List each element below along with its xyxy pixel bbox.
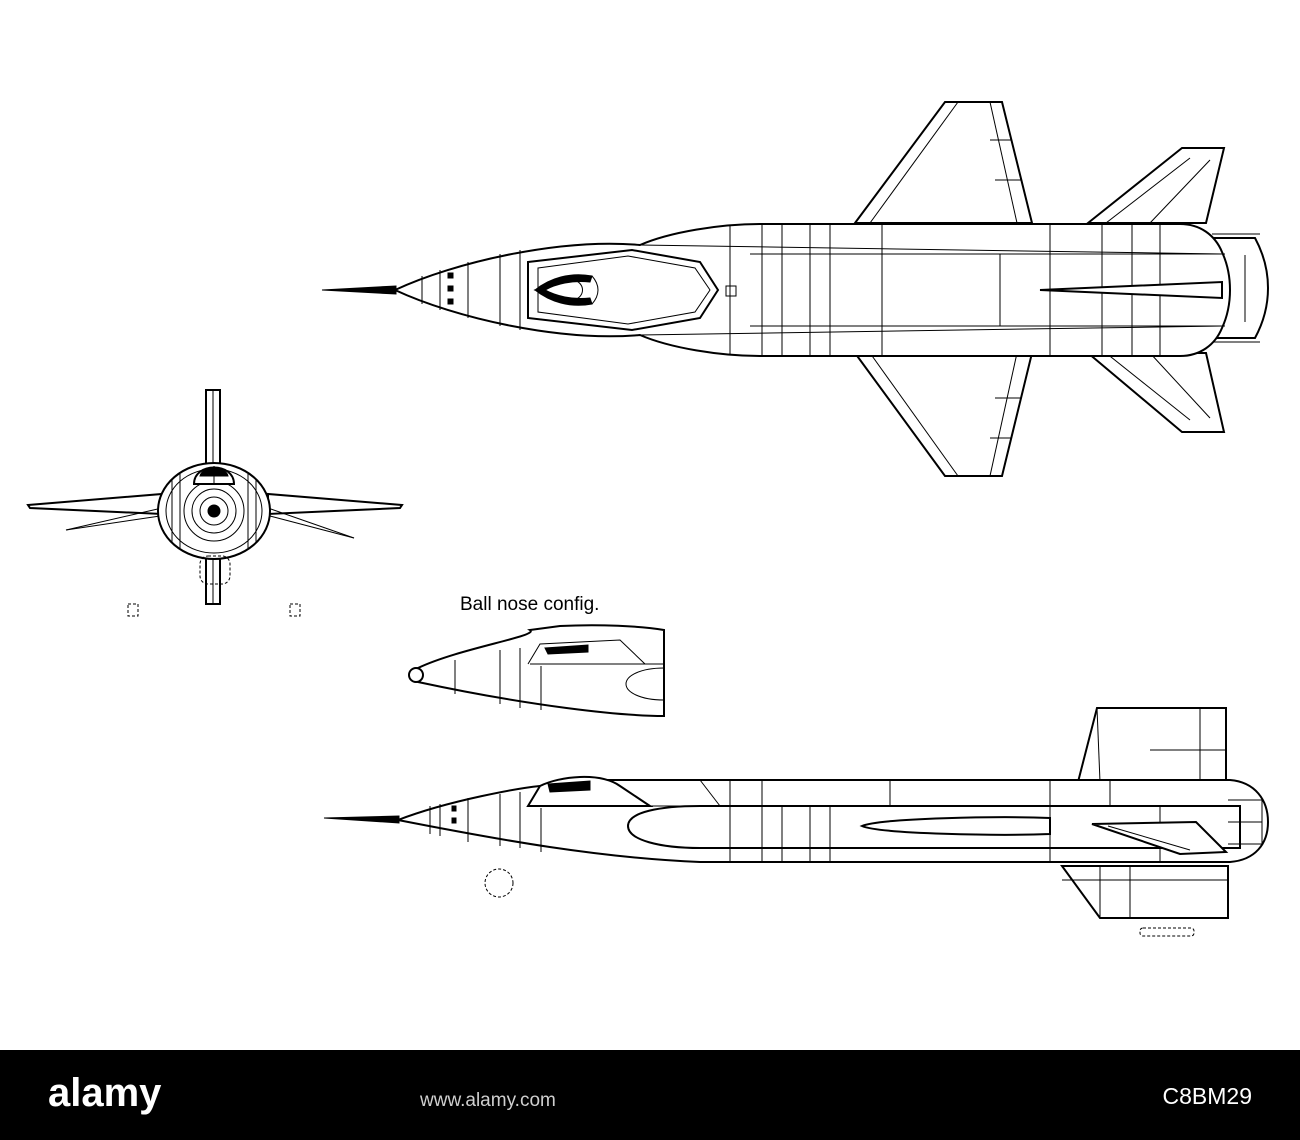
watermark-url: www.alamy.com bbox=[420, 1090, 556, 1111]
front-view-landing-gear bbox=[199, 555, 231, 585]
side-view-main-skid bbox=[1139, 927, 1195, 937]
front-view-right-wing bbox=[267, 492, 404, 516]
svg-text:alamy: alamy bbox=[48, 1071, 162, 1115]
side-view-lower-tail bbox=[1060, 865, 1229, 919]
front-view bbox=[26, 389, 404, 617]
side-view-upper-tail bbox=[1076, 707, 1227, 783]
top-view-lower-wing bbox=[853, 352, 1034, 477]
top-view bbox=[321, 101, 1270, 477]
top-view-dorsal-fin bbox=[1039, 280, 1223, 300]
side-view-nose-gear bbox=[484, 868, 514, 898]
top-view-canopy bbox=[527, 248, 720, 332]
side-view-side-spine bbox=[859, 816, 1051, 836]
side-view bbox=[323, 707, 1270, 937]
ball-nose-config-label: Ball nose config. bbox=[460, 594, 599, 615]
side-view-nose-probe bbox=[323, 815, 400, 824]
ball-nose-detail: Ball nose config. bbox=[408, 594, 665, 718]
top-view-upper-stabilizer bbox=[1085, 147, 1226, 224]
ball-nose-fuselage bbox=[409, 624, 665, 718]
aircraft-three-view-drawing: Ball nose config. bbox=[26, 101, 1270, 937]
image-id: C8BM29 bbox=[1162, 1083, 1252, 1109]
top-view-upper-wing bbox=[853, 101, 1034, 224]
alamy-logo: alamy bbox=[48, 1071, 162, 1115]
front-view-left-wing bbox=[26, 492, 163, 516]
watermark-footer: alamy www.alamy.com C8BM29 bbox=[0, 1050, 1300, 1140]
side-view-stabilizer bbox=[1091, 820, 1229, 856]
top-view-nose-probe bbox=[321, 285, 397, 295]
